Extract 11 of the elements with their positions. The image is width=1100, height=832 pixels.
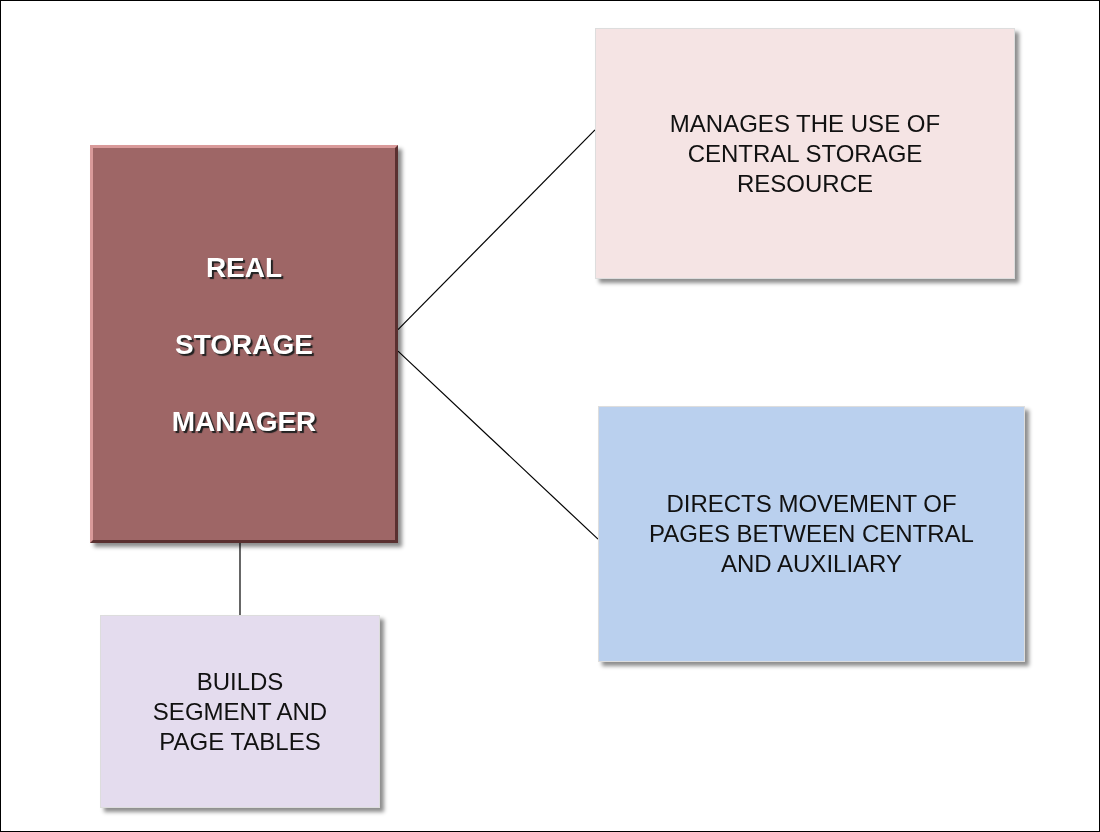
main-box [90, 145, 398, 543]
connector-line [239, 542, 241, 616]
connector-line [397, 129, 596, 331]
title-text: REAL STORAGE MANAGER [170, 250, 318, 439]
description-box [595, 28, 1015, 279]
description-text: DIRECTS MOVEMENT OF PAGES BETWEEN CENTRAL AND AUXILIARY [648, 489, 975, 579]
description-box [100, 615, 380, 808]
description-box [598, 406, 1025, 662]
description-text: BUILDS SEGMENT AND PAGE TABLES [151, 666, 329, 757]
connector-line [397, 350, 599, 540]
description-text: MANAGES THE USE OF CENTRAL STORAGE RESOURCE [668, 108, 942, 199]
